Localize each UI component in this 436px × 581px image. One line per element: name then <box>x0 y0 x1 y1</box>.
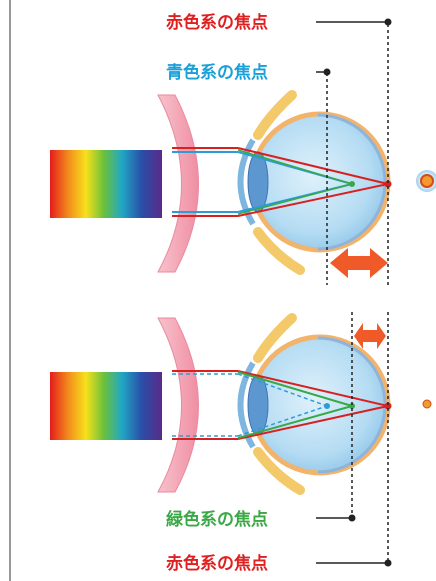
refracted-ray-red-2 <box>237 183 389 217</box>
focus-gap-arrow-bottom <box>354 323 386 349</box>
upper-eyelid-top <box>253 90 297 140</box>
corrective-lens-bottom <box>157 317 199 493</box>
refracted-ray-b-green-2 <box>237 405 353 439</box>
top-diagram: 赤色系の焦点 青色系の焦点 <box>50 12 436 285</box>
focus-point-green-top <box>349 181 355 187</box>
focus-gap-arrow-top <box>330 248 388 278</box>
perceived-point-bottom <box>422 399 432 409</box>
refracted-ray-b-blue-1 <box>237 373 328 407</box>
focus-point-blue-bottom <box>324 403 330 409</box>
focus-point-green-bottom <box>349 403 355 409</box>
refracted-ray-red-1 <box>237 147 389 185</box>
label-blue-focus-top: 青色系の焦点 <box>166 62 268 83</box>
refracted-ray-b-blue-2 <box>237 405 328 437</box>
focus-point-red-top <box>384 180 392 188</box>
refracted-ray-b-red-2 <box>237 405 389 440</box>
label-red-focus-bottom: 赤色系の焦点 <box>166 553 268 574</box>
refracted-ray-b-red-1 <box>237 370 389 407</box>
label-red-focus-top: 赤色系の焦点 <box>166 12 268 33</box>
cornea-bottom <box>237 361 256 449</box>
leader-dot-blue-focus-top <box>323 68 331 76</box>
leader-dot-green-focus-bottom <box>348 514 356 522</box>
focus-point-red-bottom <box>384 402 392 410</box>
perceived-point-top <box>420 174 434 188</box>
lower-eyelid-bottom <box>253 447 305 495</box>
leader-dot-red-focus-bottom <box>384 559 392 567</box>
leader-dot-red-focus-top <box>384 18 392 26</box>
corrective-lens-top <box>157 94 199 273</box>
spectrum-block-bottom <box>50 372 162 440</box>
lower-eyelid-top <box>253 227 305 275</box>
refracted-ray-green-1 <box>237 149 353 185</box>
upper-eyelid-bottom <box>253 313 297 363</box>
crystalline-lens-top <box>247 151 269 213</box>
refracted-ray-green-2 <box>237 183 353 215</box>
spectrum-block-top <box>50 150 162 218</box>
bottom-diagram: 緑色系の焦点 赤色系の焦点 <box>50 312 432 574</box>
eyeball-inner-rim-top <box>317 113 387 251</box>
cornea-top <box>237 138 256 226</box>
eyeball-top <box>249 111 391 253</box>
label-green-focus-bottom: 緑色系の焦点 <box>166 509 268 530</box>
eyeball-bottom <box>249 334 391 476</box>
refracted-ray-b-green-1 <box>237 371 353 407</box>
